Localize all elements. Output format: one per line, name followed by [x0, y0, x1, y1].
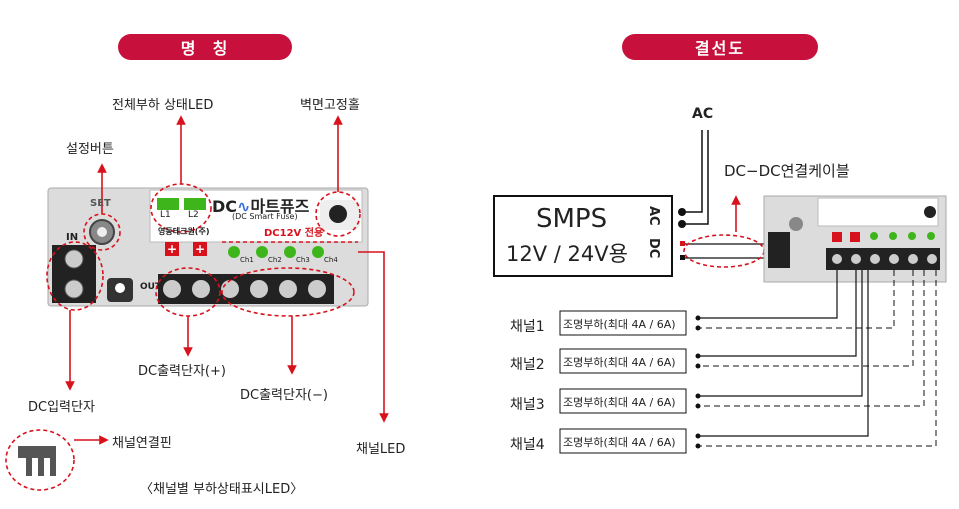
- channel-load-4: 조명부하(최대 4A / 6A): [563, 436, 676, 449]
- led-l1: [157, 198, 179, 210]
- out-text: OUT: [140, 282, 162, 292]
- svg-text:+: +: [167, 242, 177, 256]
- smps-name: SMPS: [536, 204, 608, 234]
- ch4-text: Ch4: [324, 256, 338, 264]
- l2-text: L2: [188, 210, 199, 220]
- channel-pin-label: 채널연결핀: [112, 436, 172, 451]
- load-box-2: [559, 348, 687, 374]
- in-text: IN: [66, 232, 79, 243]
- channel-name-1: 채널1: [510, 319, 545, 335]
- load-led-label: 전체부하 상태LED: [112, 98, 214, 113]
- channel-load-2: 조명부하(최대 4A / 6A): [563, 356, 676, 369]
- voltage-text: DC12V 전용: [264, 228, 324, 239]
- ch1-text: Ch1: [240, 256, 254, 264]
- load-box-4: [559, 428, 687, 454]
- right-title: 결선도: [694, 39, 746, 58]
- load-box-1: [559, 310, 687, 336]
- load-box-3: [559, 388, 687, 414]
- dc-input-label: DC입력단자: [28, 400, 95, 415]
- left-title-pill: 명 칭: [118, 34, 292, 60]
- dc-out-plus-label: DC출력단자(+): [138, 364, 226, 379]
- l1-text: L1: [160, 210, 171, 220]
- channel-led-label: 채널LED: [356, 442, 406, 457]
- output-terminal-block: [158, 274, 334, 304]
- channel-load-3: 조명부하(최대 4A / 6A): [563, 396, 676, 409]
- channel-led-1: [228, 246, 240, 258]
- ch3-text: Ch3: [296, 256, 310, 264]
- smps-ac: AC: [646, 206, 661, 226]
- set-button-label: 설정버튼: [66, 142, 114, 157]
- subtitle-text: (DC Smart Fuse): [232, 212, 298, 221]
- led-l2: [184, 198, 206, 210]
- smps-spec: 12V / 24V용: [506, 242, 628, 266]
- cable-label: DC−DC연결케이블: [724, 162, 850, 180]
- left-title: 명 칭: [180, 39, 230, 58]
- channel-name-3: 채널3: [510, 397, 545, 413]
- dc-out-minus-label: DC출력단자(−): [240, 388, 328, 403]
- caption-label: 〈채널별 부하상태표시LED〉: [140, 482, 304, 497]
- right-title-pill: 결선도: [622, 34, 818, 60]
- smps-box: [493, 195, 673, 277]
- channel-led-2: [256, 246, 268, 258]
- ch2-text: Ch2: [268, 256, 282, 264]
- channel-led-4: [312, 246, 324, 258]
- svg-text:+: +: [195, 242, 205, 256]
- maker-text: 영동테크원(주): [158, 227, 210, 236]
- brand-text: DC∿마트퓨즈: [212, 197, 310, 216]
- channel-name-4: 채널4: [510, 437, 545, 453]
- channel-load-1: 조명부하(최대 4A / 6A): [563, 318, 676, 331]
- set-text: SET: [90, 198, 111, 209]
- channel-name-2: 채널2: [510, 357, 545, 373]
- channel-led-3: [284, 246, 296, 258]
- smps-dc: DC: [646, 238, 661, 259]
- wall-hole-label: 벽면고정홀: [300, 98, 360, 113]
- ac-label: AC: [692, 106, 714, 122]
